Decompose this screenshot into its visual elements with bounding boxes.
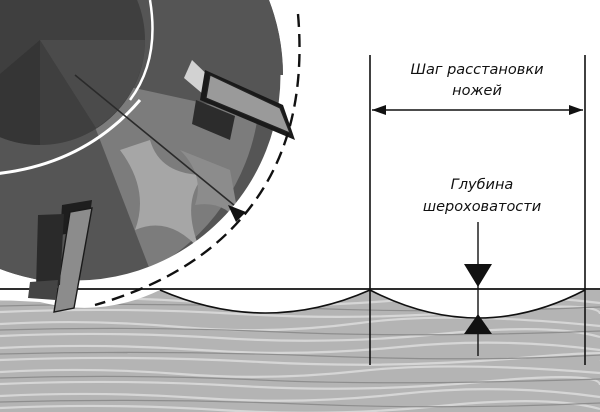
knife-spacing-label-line1: Шаг расстановки	[410, 62, 543, 78]
roughness-label-line1: Глубина	[451, 177, 514, 193]
knife-spacing-label-line2: ножей	[452, 83, 502, 99]
roughness-depth-dimension: Глубина шероховатости	[423, 177, 541, 356]
knife-lower	[28, 200, 93, 313]
roughness-label-line2: шероховатости	[423, 199, 541, 215]
cutting-path-dashed	[94, 13, 301, 307]
depth-arrowhead-bottom	[464, 314, 492, 334]
wood-grain	[0, 295, 600, 412]
spacing-arrowhead-left	[372, 105, 386, 115]
rotation-arrow	[228, 205, 246, 222]
machined-scallops	[0, 289, 600, 318]
knife-spacing-dimension: Шаг расстановки ножей	[369, 55, 586, 365]
spacing-arrowhead-right	[569, 105, 583, 115]
knife-upper	[184, 60, 295, 140]
cutter-body	[0, 0, 283, 283]
depth-arrowhead-top	[464, 264, 492, 287]
